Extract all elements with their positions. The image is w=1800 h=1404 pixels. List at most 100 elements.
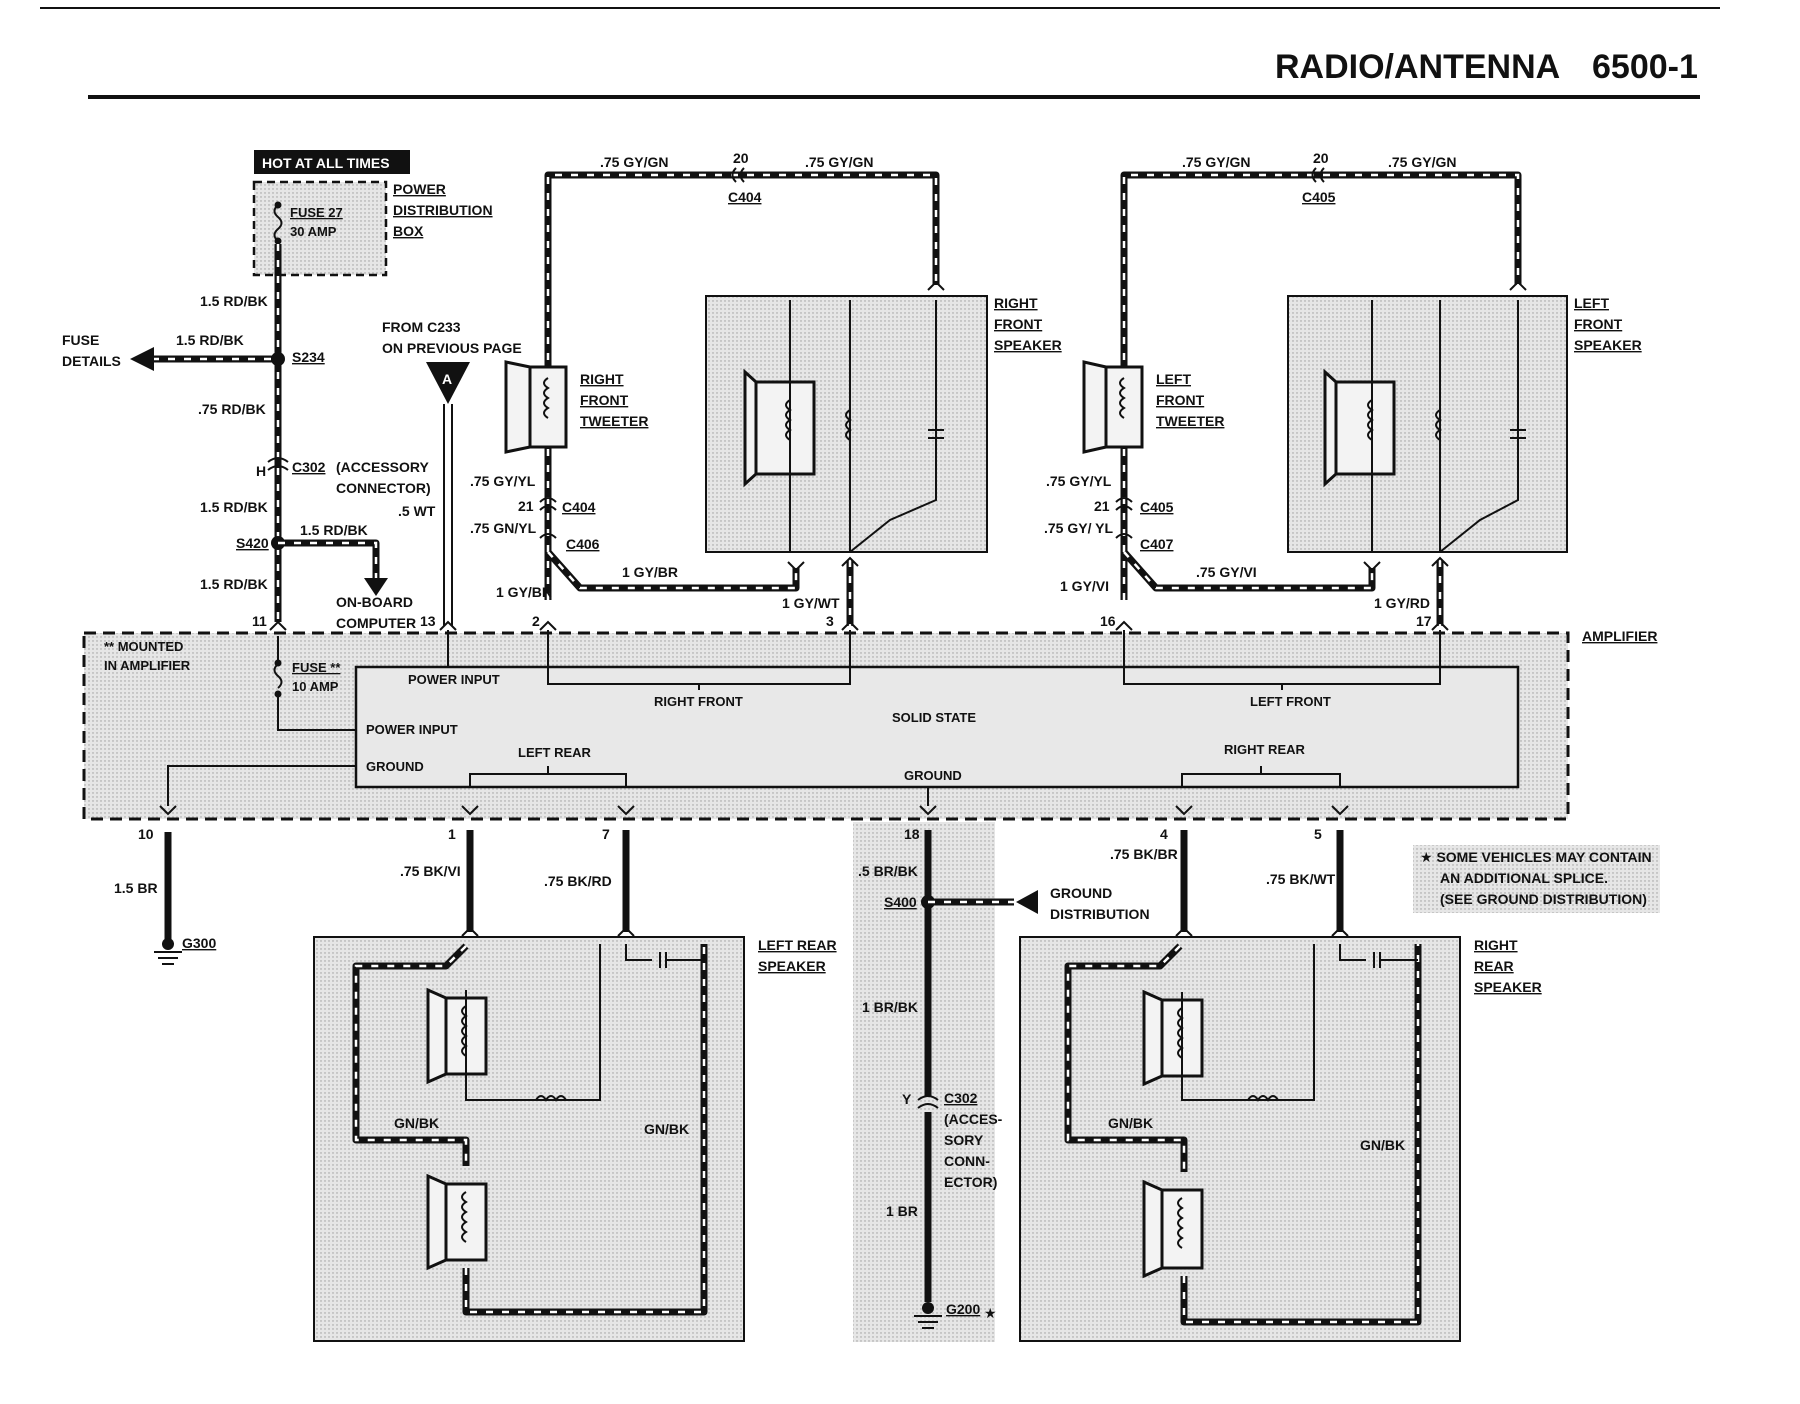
- g200-terminal: [922, 1302, 934, 1314]
- rr-upper-coil: [1177, 1007, 1184, 1059]
- rr-speaker-label-3: SPEAKER: [1474, 979, 1542, 995]
- rr-capacitor-icon: [1339, 944, 1418, 968]
- lr-w-bkrd: .75 BK/RD: [544, 873, 612, 889]
- w-15br: 1.5 BR: [114, 880, 158, 896]
- rf-speaker-label-2: FRONT: [994, 316, 1043, 332]
- accessory-2: SORY: [944, 1132, 984, 1148]
- pdb-label-2: DISTRIBUTION: [393, 202, 493, 218]
- page-number: 6500-1: [1592, 48, 1698, 86]
- g200-ground-icon: [914, 1315, 942, 1329]
- fuse27-symbol: [273, 204, 283, 242]
- right-rear-channel: RIGHT REAR: [1224, 742, 1306, 757]
- from-c233-1: FROM C233: [382, 319, 461, 335]
- rr-w-bkwt: .75 BK/WT: [1266, 871, 1336, 887]
- lr-capacitor-icon: [625, 944, 704, 968]
- left-front-channel: LEFT FRONT: [1250, 694, 1331, 709]
- offpage-connector-a-icon: [426, 362, 470, 404]
- w-5wt: .5 WT: [398, 503, 436, 519]
- fuse-details-arrow-icon: [130, 347, 154, 371]
- accessory-3: CONN-: [944, 1153, 990, 1169]
- lf-speaker-label-3: SPEAKER: [1574, 337, 1642, 353]
- hot-at-all-times-badge: [254, 150, 410, 174]
- pin-13-connector: [439, 620, 457, 631]
- amp-fuse-symbol: [273, 663, 283, 689]
- white-wire-13: [443, 404, 453, 626]
- rr-pin-5: 5: [1314, 826, 1322, 842]
- lf-w-gyyl: .75 GY/YL: [1046, 473, 1112, 489]
- w-5brbk: .5 BR/BK: [858, 863, 918, 879]
- fuse27-terminal-top: [274, 201, 282, 209]
- pin-18: 18: [904, 826, 920, 842]
- ground-shaded-area: [853, 822, 995, 1342]
- g300-label: G300: [182, 935, 216, 951]
- splice-s234-dot: [271, 352, 285, 366]
- rf-w-gnyl: .75 GN/YL: [470, 520, 537, 536]
- accessory-connector-1: (ACCESSORY: [336, 459, 429, 475]
- rr-inductor-icon: [1247, 1095, 1279, 1102]
- amp-fuse-label: FUSE **: [292, 660, 341, 675]
- rf-amp-pins: [539, 620, 859, 631]
- lr-w-bkvi: .75 BK/VI: [400, 863, 461, 879]
- onboard-wire-stripe: [278, 541, 378, 582]
- rr-upper-circuit: [1181, 944, 1315, 1101]
- lf-c405-top: C405: [1302, 189, 1336, 205]
- lf-c407-connector-icon: [1115, 533, 1133, 539]
- rr-upper-speaker-icon: [1142, 989, 1164, 1087]
- w-1brbk: 1 BR/BK: [862, 999, 918, 1015]
- rf-pin-2: 2: [532, 613, 540, 629]
- lf-spk-pin-a: [1363, 561, 1381, 572]
- rf-speaker-circuit: [789, 300, 937, 553]
- lf-w-1gyrd: 1 GY/RD: [1374, 595, 1430, 611]
- pin-10-connector: [159, 805, 177, 816]
- lf-amp-pins: [1115, 620, 1449, 631]
- rf-tweeter-label-2: FRONT: [580, 392, 629, 408]
- g300-ground-icon: [154, 951, 182, 965]
- rf-woofer-magnet: [754, 380, 816, 476]
- lr-pin-7: 7: [602, 826, 610, 842]
- rf-w-gyyl: .75 GY/YL: [470, 473, 536, 489]
- rf-capacitor-icon: [928, 429, 944, 439]
- ground-distribution-2: DISTRIBUTION: [1050, 906, 1150, 922]
- rf-crossover-coil: [845, 409, 852, 441]
- lr-lower-speaker-icon: [426, 1173, 448, 1271]
- rf-spk-pin-a: [787, 561, 805, 572]
- w-onboard: 1.5 RD/BK: [300, 522, 368, 538]
- g200-star: ★: [984, 1305, 997, 1321]
- rf-speaker-label-1: RIGHT: [994, 295, 1038, 311]
- fuse-details-label-1: FUSE: [62, 332, 99, 348]
- rr-gnbk-right: GN/BK: [1360, 1137, 1405, 1153]
- rf-tweeter-coil: [543, 377, 550, 419]
- lf-wire-top-right: .75 GY/GN: [1388, 154, 1456, 170]
- rf-speaker-label-3: SPEAKER: [994, 337, 1062, 353]
- c405-top-connector-icon: [1311, 167, 1325, 183]
- lf-c405: C405: [1140, 499, 1174, 515]
- c302-connector-icon: [267, 457, 289, 471]
- rf-gybr-stripe: [547, 551, 798, 590]
- lf-c405-connector-icon: [1115, 497, 1133, 511]
- accessory-4: ECTOR): [944, 1174, 997, 1190]
- lf-spk-pin-top: [1509, 280, 1527, 291]
- rf-woofer-cone-icon: [743, 368, 758, 488]
- lf-pin-21: 21: [1094, 498, 1110, 514]
- lf-c407: C407: [1140, 536, 1174, 552]
- rf-pin-3: 3: [826, 613, 834, 629]
- lf-speaker-label-2: FRONT: [1574, 316, 1623, 332]
- lf-tweeter-label-3: TWEETER: [1156, 413, 1224, 429]
- lf-woofer-magnet: [1334, 380, 1396, 476]
- g300-terminal: [162, 938, 174, 950]
- lf-capacitor-icon: [1510, 429, 1526, 439]
- solid-state-module: [354, 665, 1520, 789]
- lr-gnbk-loop-right-stripe: [464, 944, 706, 1314]
- note-line-2: AN ADDITIONAL SPLICE.: [1440, 870, 1608, 886]
- onboard-arrow-icon: [364, 578, 388, 596]
- hot-at-all-times-label: HOT AT ALL TIMES: [262, 155, 390, 171]
- amp-fuse-terminal-top: [274, 659, 282, 667]
- rf-tweeter-cone-icon: [504, 360, 532, 454]
- ground-distribution-1: GROUND: [1050, 885, 1112, 901]
- w-top-rdbk: 1.5 RD/BK: [200, 293, 268, 309]
- from-c233-2: ON PREVIOUS PAGE: [382, 340, 522, 356]
- diagram-title: RADIO/ANTENNA: [1275, 48, 1560, 86]
- c302-y-connector-icon: [917, 1095, 939, 1109]
